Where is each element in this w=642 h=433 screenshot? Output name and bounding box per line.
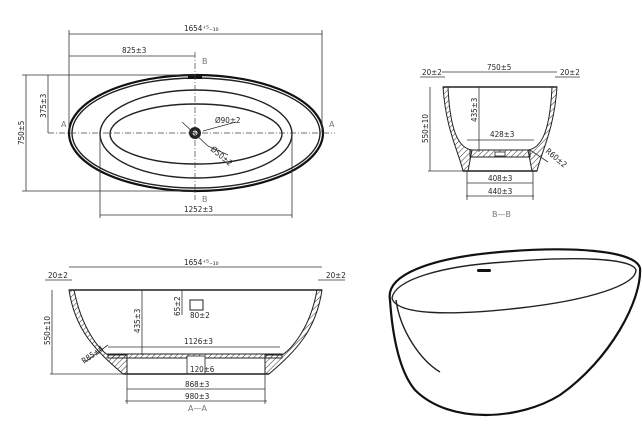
aa-overflow-size-dim: 80±2	[190, 311, 210, 320]
inner-length-dim: 1252±3	[184, 205, 213, 214]
bb-base-outer-dim: 440±3	[488, 187, 512, 196]
bb-depth-dim: 435±3	[470, 98, 479, 122]
bb-section-title: B—B	[492, 210, 511, 219]
bb-top-width-dim: 750±5	[487, 63, 511, 72]
half-width-dim: 375±3	[39, 94, 48, 118]
section-b-top: B	[202, 57, 208, 66]
bb-rim-left-dim: 20±2	[422, 68, 442, 77]
section-b-bottom: B	[202, 195, 208, 204]
bb-base-inner-dim: 408±3	[488, 174, 512, 183]
section-aa: 1654⁺⁵₋₁₀ 20±2 20±2 550±10 435±3 65±2 80…	[43, 258, 346, 413]
bb-floor-width-dim: 428±3	[490, 130, 514, 139]
top-view: Ø90±2 Ø50±2 1654⁺⁵₋₁₀ 825±3 750±5 375±3 …	[17, 24, 335, 218]
section-bb: 750±5 20±2 20±2 550±10 435±3 428±3 R60±2…	[420, 63, 580, 219]
section-a-left: A	[61, 120, 67, 129]
section-a-right: A	[329, 120, 335, 129]
floor-outline	[109, 103, 283, 165]
aa-drain-size-dim: 120±6	[190, 365, 215, 374]
bb-height-dim: 550±10	[421, 114, 430, 143]
aa-rim-right-dim: 20±2	[326, 271, 346, 280]
aa-section-title: A—A	[188, 404, 207, 413]
aa-overall-length-dim: 1654⁺⁵₋₁₀	[184, 258, 219, 267]
aa-depth-dim: 435±3	[133, 309, 142, 333]
overflow	[477, 269, 491, 272]
aa-base-outer-dim: 980±3	[185, 392, 209, 401]
aa-base-inner-dim: 868±3	[185, 380, 209, 389]
perspective-view	[388, 248, 642, 416]
drain-outer-dim: Ø90±2	[215, 115, 240, 125]
overall-length-dim: 1654⁺⁵₋₁₀	[184, 24, 219, 33]
bb-rim-right-dim: 20±2	[560, 68, 580, 77]
aa-rim-left-dim: 20±2	[48, 271, 68, 280]
aa-height-dim: 550±10	[43, 316, 52, 345]
bb-radius-dim: R60±2	[544, 147, 569, 170]
drain-inner-dim: Ø50±2	[209, 144, 235, 168]
half-length-dim: 825±3	[122, 46, 146, 55]
aa-overflow-height-dim: 65±2	[173, 296, 182, 316]
width-dim: 750±5	[17, 121, 26, 145]
aa-floor-length-dim: 1126±3	[184, 337, 213, 346]
